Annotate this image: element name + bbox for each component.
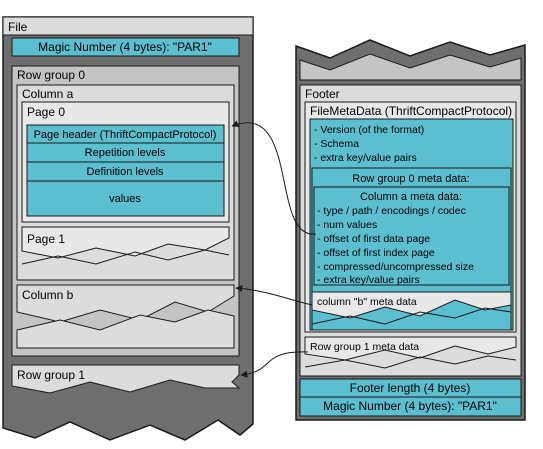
column-a-line-size: - compressed/uncompressed size xyxy=(317,261,474,273)
file-title-band xyxy=(2,16,254,36)
page-header-label: Page header (ThriftCompactProtocol) xyxy=(34,129,217,141)
column-a-meta xyxy=(313,186,510,286)
page-1-label: Page 1 xyxy=(27,232,65,246)
meta-line-extra-kv: - extra key/value pairs xyxy=(314,152,417,164)
column-a-line-first-data-page: - offset of first data page xyxy=(317,233,430,245)
column-a-line-first-index-page: - offset of first index page xyxy=(317,247,435,259)
pointer-arrows xyxy=(231,120,317,378)
page-0-label: Page 0 xyxy=(27,105,65,119)
row-group-1-label: Row group 1 xyxy=(17,368,85,382)
column-a-line-type: - type / path / encodings / codec xyxy=(317,205,466,217)
column-b xyxy=(16,284,235,323)
column-a-label: Column a xyxy=(22,87,74,101)
arrow-column-a-to-page-header xyxy=(231,120,317,235)
page-1-tear-line xyxy=(21,249,230,265)
page-1 xyxy=(21,226,230,259)
column-b-meta-label: column "b" meta data xyxy=(317,296,417,308)
file-meta-data-label: FileMetaData (ThriftCompactProtocol) xyxy=(310,104,512,118)
column-b-meta-tear-line xyxy=(311,307,512,325)
row-group-1-meta-tear-line xyxy=(304,355,517,369)
row-group-1-meta-label: Row group 1 meta data xyxy=(310,341,419,353)
file-title: File xyxy=(8,20,28,34)
column-b-label: Column b xyxy=(22,288,74,302)
magic-number-top xyxy=(11,37,240,57)
values-block xyxy=(26,180,225,217)
column-a-line-num-values: - num values xyxy=(317,219,377,231)
footer-title: Footer xyxy=(305,87,340,101)
values-label: values xyxy=(109,193,141,205)
arrow-column-b-meta-to-column-b xyxy=(235,284,313,306)
watermark: @稀土掘金技术社区 xyxy=(437,430,536,444)
row-group-0-label: Row group 0 xyxy=(17,68,85,82)
repetition-levels-label: Repetition levels xyxy=(85,147,166,159)
column-a-line-extra-kv: - extra key/value pairs xyxy=(317,274,420,286)
magic-number-bottom-label: Magic Number (4 bytes): "PAR1" xyxy=(323,399,497,413)
row-group-1-meta xyxy=(304,336,517,361)
column-b-lower xyxy=(16,309,235,349)
meta-line-version: - Version (of the format) xyxy=(314,124,424,136)
arrow-row-group-1-meta-to-row-group-1 xyxy=(240,351,309,378)
footer-length-label: Footer length (4 bytes) xyxy=(350,381,471,395)
meta-line-schema: - Schema xyxy=(314,138,359,150)
definition-levels-label: Definition levels xyxy=(86,166,164,178)
magic-number-bottom xyxy=(299,396,522,417)
magic-number-top-label: Magic Number (4 bytes): "PAR1" xyxy=(38,40,212,54)
footer-top-band xyxy=(299,53,522,81)
column-a-meta-label: Column a meta data: xyxy=(360,191,462,203)
column-b-meta xyxy=(311,291,512,319)
row-group-0-meta-label: Row group 0 meta data: xyxy=(352,173,469,185)
file-container: File Magic Number (4 bytes): "PAR1" Row … xyxy=(2,16,254,441)
footer-container: Footer FileMetaData (ThriftCompactProtoc… xyxy=(295,39,526,421)
row-group-1 xyxy=(11,364,241,394)
